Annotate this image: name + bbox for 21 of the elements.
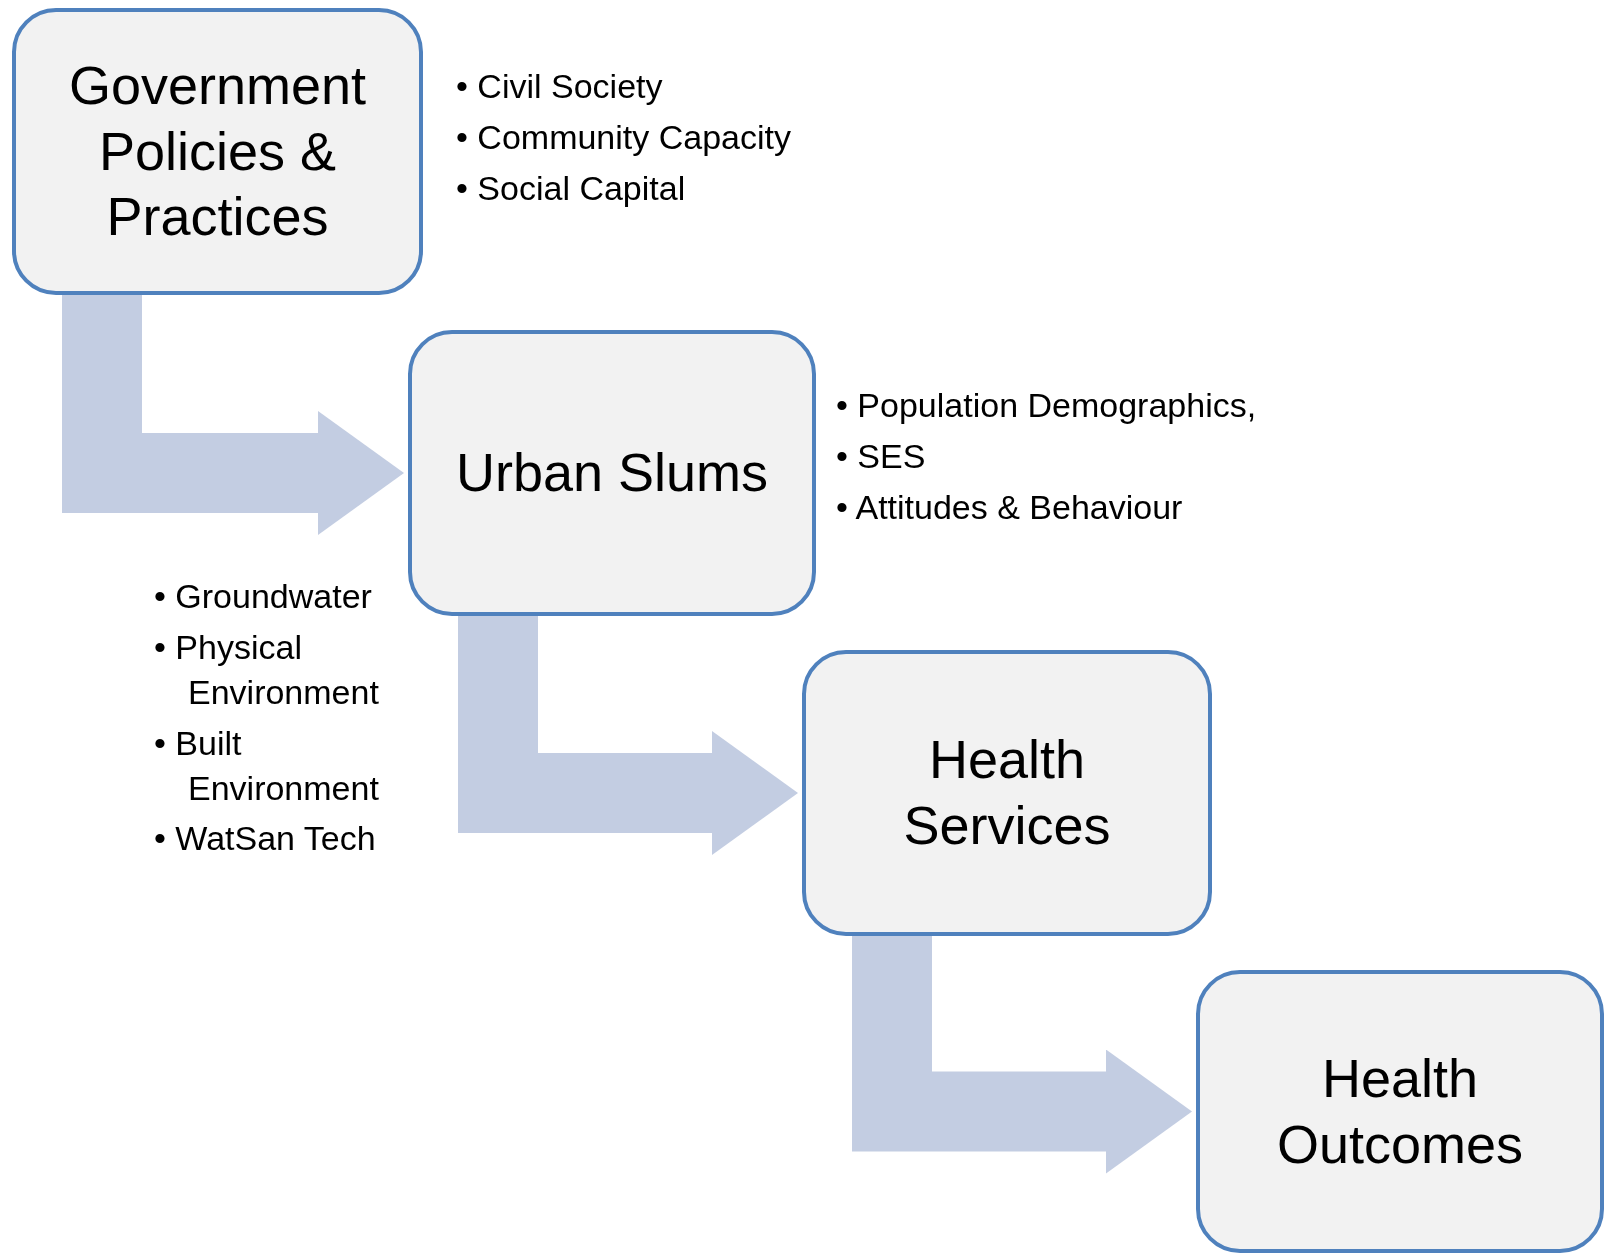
bullet-item: • Physical Environment bbox=[154, 626, 380, 713]
rounded-box bbox=[802, 650, 1212, 936]
bullet-item: • Social Capital bbox=[456, 167, 687, 209]
box-title: Health Outcomes bbox=[1275, 1046, 1525, 1176]
bullet-item: • Attitudes & Behaviour bbox=[836, 486, 1184, 528]
block-arrow bbox=[458, 616, 798, 855]
bullet-item: • Groundwater bbox=[154, 576, 373, 617]
box-title: Urban Slums bbox=[455, 441, 769, 505]
box-title: Health Services bbox=[902, 728, 1112, 857]
bullet-item: • Community Capacity bbox=[456, 116, 792, 158]
bullet-item: • Civil Society bbox=[456, 66, 664, 107]
bullet-item: • Population Demographics, bbox=[836, 385, 1258, 426]
box-title: Government Policies & Practices bbox=[67, 53, 368, 249]
bullet-item: • WatSan Tech bbox=[154, 818, 377, 860]
block-arrow bbox=[62, 295, 404, 535]
rounded-box bbox=[408, 330, 816, 616]
bullet-item: • Built Environment bbox=[154, 722, 380, 809]
rounded-box bbox=[12, 8, 423, 295]
rounded-box bbox=[1196, 970, 1604, 1253]
block-arrow bbox=[852, 936, 1192, 1174]
bullet-item: • SES bbox=[836, 435, 927, 477]
